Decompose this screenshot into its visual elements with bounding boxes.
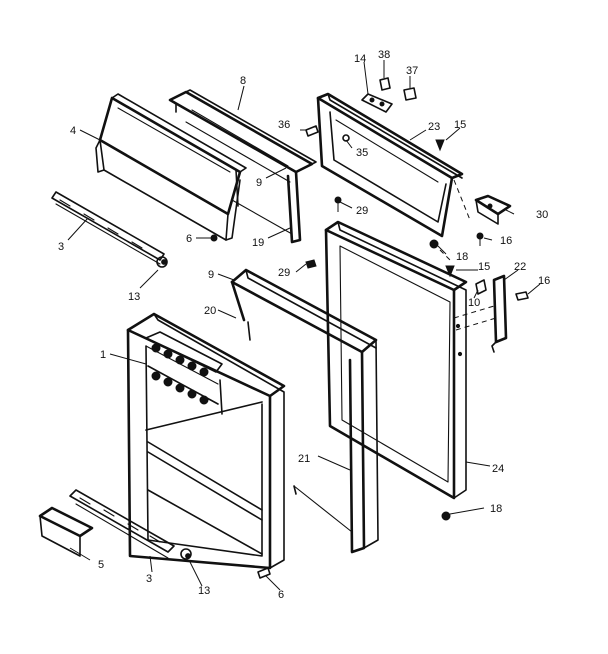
- part-labels: 4 8 9 19 6 3 13 9 20 1 29 21 36 35 14 38…: [58, 49, 550, 601]
- label-3-upper: 3: [58, 241, 64, 253]
- label-13-lower: 13: [198, 585, 210, 597]
- part-24-fresh-food-frame: [324, 220, 468, 500]
- part-3-upper-bracket: [51, 191, 165, 265]
- label-20: 20: [204, 305, 216, 317]
- label-9-lower: 9: [208, 269, 214, 281]
- part-20-gasket: [230, 268, 378, 354]
- part-22-hinge: [491, 274, 508, 353]
- part-14-hinge-plate: [361, 93, 393, 113]
- label-38: 38: [378, 49, 390, 61]
- label-14: 14: [354, 53, 366, 65]
- leader-lines: [67, 60, 541, 591]
- label-6-upper: 6: [186, 233, 192, 245]
- part-16-screw-upper: [476, 232, 484, 246]
- label-6-lower: 6: [278, 589, 284, 601]
- label-21: 21: [298, 453, 310, 465]
- part-35-screw: [342, 134, 350, 142]
- part-4-lower-shelf: [38, 506, 94, 557]
- part-21-gasket-side: [293, 339, 379, 554]
- label-35: 35: [356, 147, 368, 159]
- part-8-inner-panel: [168, 89, 317, 244]
- part-30-handle: [474, 194, 512, 225]
- part-15-pin-upper: [435, 139, 445, 152]
- label-16-upper: 16: [500, 235, 512, 247]
- part-38-plate: [379, 77, 391, 91]
- part-1-door-liner: [126, 312, 286, 570]
- part-18-bushing-lower: [441, 511, 451, 521]
- label-18-upper: 18: [456, 251, 468, 263]
- label-9-upper: 9: [256, 177, 262, 189]
- label-15-lower: 15: [478, 261, 490, 273]
- label-1: 1: [100, 349, 106, 361]
- label-22: 22: [514, 261, 526, 273]
- part-18-bushing-upper: [429, 239, 439, 249]
- label-19: 19: [252, 237, 264, 249]
- part-6-clip-lower: [257, 567, 271, 579]
- label-4: 5: [98, 559, 104, 571]
- part-16-screw-lower: [515, 291, 529, 301]
- label-15-upper: 15: [454, 119, 466, 131]
- part-29-screw-lower: [305, 259, 317, 269]
- label-16-lower: 16: [538, 275, 550, 287]
- label-36: 36: [278, 119, 290, 131]
- part-37-plate: [403, 87, 417, 101]
- part-23-freezer-frame: [316, 92, 464, 238]
- part-1-egg-tray: [145, 331, 223, 405]
- label-5: 4: [70, 125, 76, 137]
- label-24: 24: [492, 463, 504, 475]
- part-5-door-shelf: [95, 93, 247, 241]
- label-10: 10: [468, 297, 480, 309]
- label-23: 23: [428, 121, 440, 133]
- part-13-knob-upper: [156, 256, 168, 268]
- label-29-lower: 29: [278, 267, 290, 279]
- label-29-upper: 29: [356, 205, 368, 217]
- part-13-knob-lower: [180, 548, 192, 560]
- part-3-lower-bracket: [69, 489, 175, 559]
- label-3-lower: 3: [146, 573, 152, 585]
- label-30: 30: [536, 209, 548, 221]
- label-18-lower: 18: [490, 503, 502, 515]
- part-15-pin-lower: [445, 265, 455, 278]
- part-29-screw-upper: [334, 196, 342, 212]
- part-36-screw: [305, 125, 319, 137]
- label-8: 8: [240, 75, 246, 87]
- label-13-upper: 13: [128, 291, 140, 303]
- label-37: 37: [406, 65, 418, 77]
